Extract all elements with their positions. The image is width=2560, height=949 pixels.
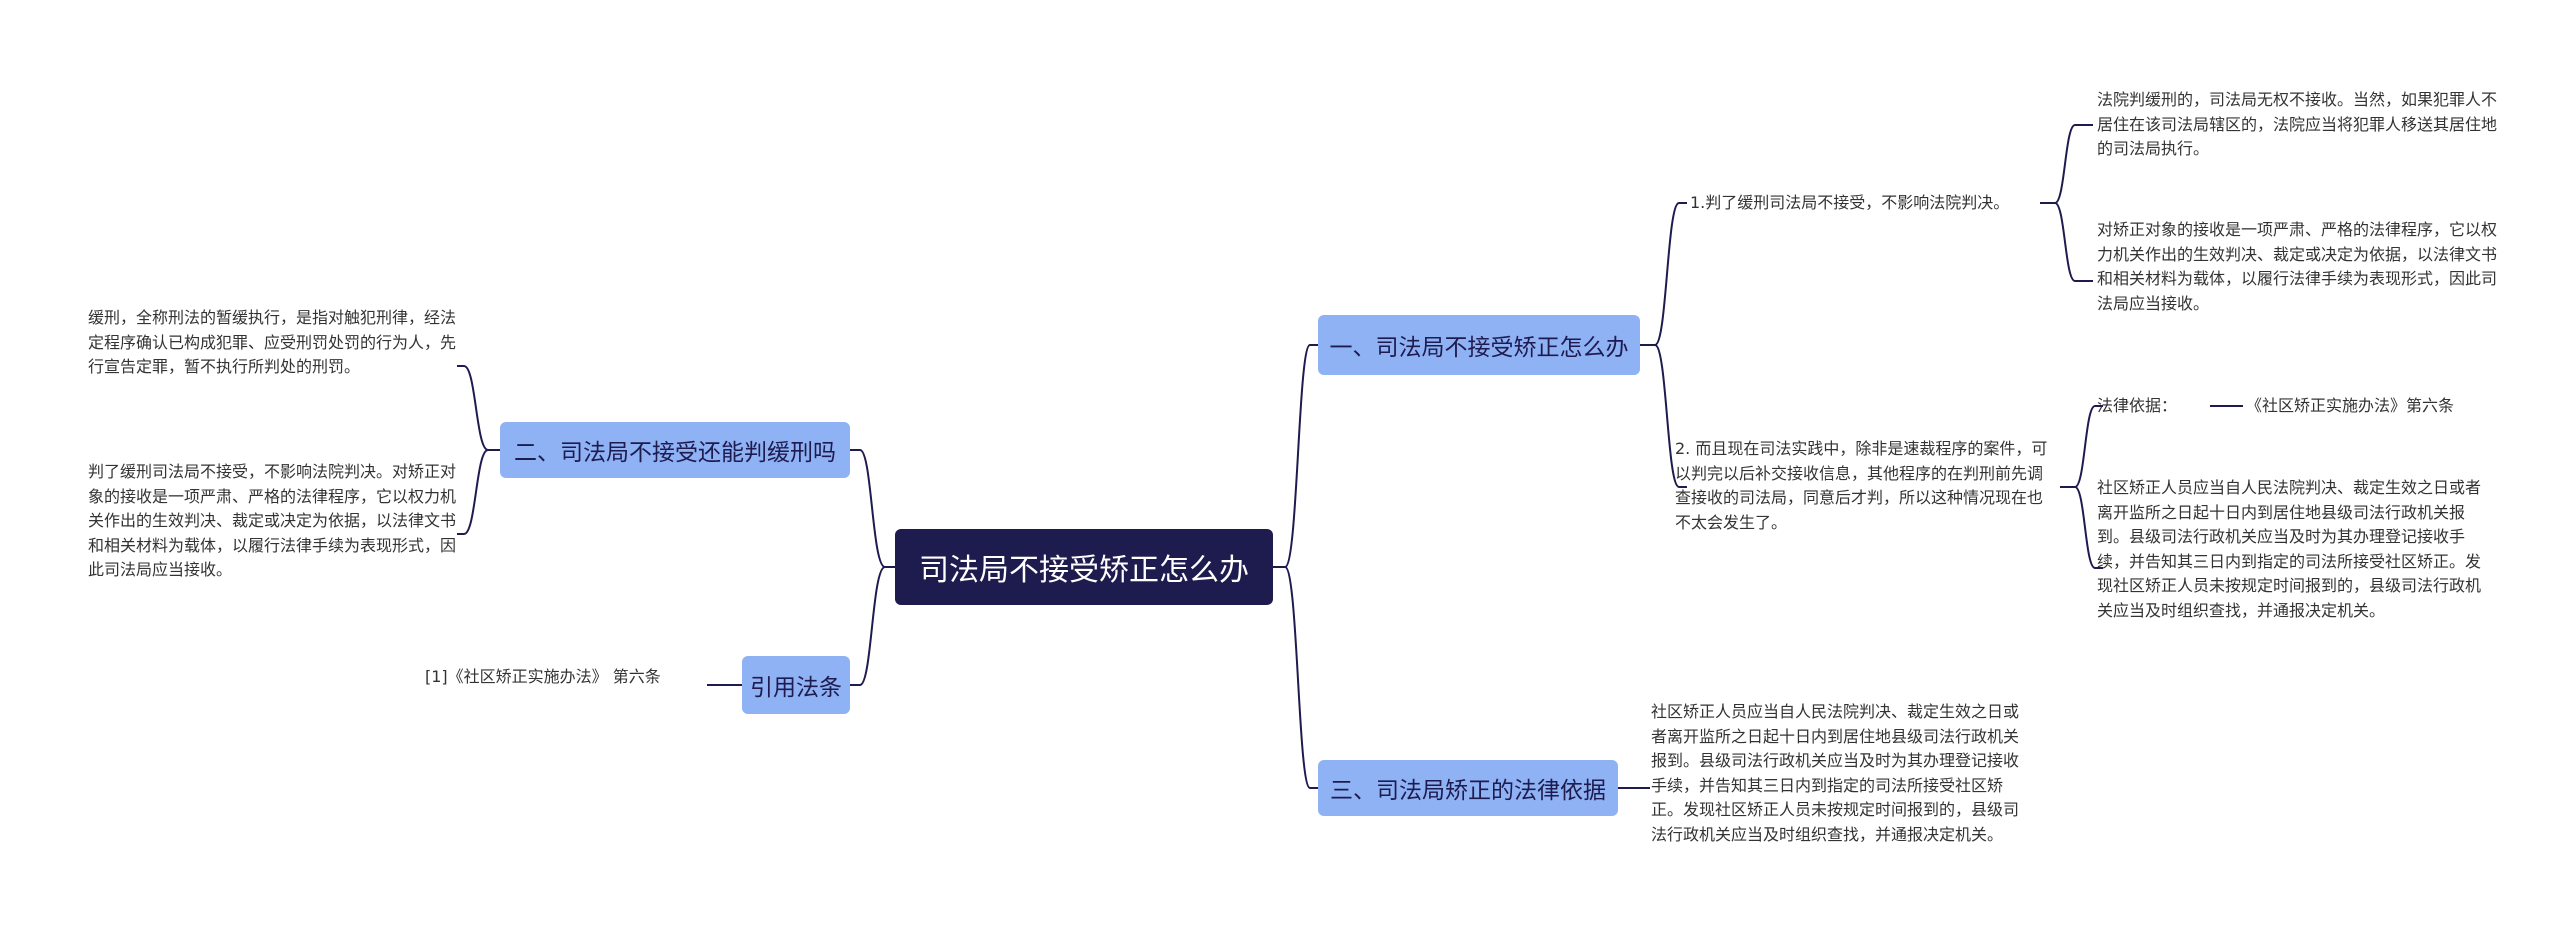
branch-3-detail[interactable]: 社区矫正人员应当自人民法院判决、裁定生效之日或者离开监所之日起十日内到居住地县级… [1651, 700, 2033, 847]
link-root-b4 [850, 566, 895, 686]
item-1-detail-2-text: 对矫正对象的接收是一项严肃、严格的法律程序，它以权力机关作出的生效判决、裁定或决… [2097, 220, 2498, 313]
item-2-text[interactable]: 2. 而且现在司法实践中，除非是速裁程序的案件，可以判完以后补交接收信息，其他程… [1675, 437, 2055, 535]
link-b2-d1 [457, 365, 500, 451]
branch-4-reference[interactable]: [1]《社区矫正实施办法》 第六条 [425, 665, 705, 690]
branch-4-topic[interactable]: 引用法条 [742, 656, 850, 714]
link-i2-law [2060, 405, 2103, 488]
law-reference-text: 《社区矫正实施办法》第六条 [2246, 396, 2455, 415]
law-article-text-content: 社区矫正人员应当自人民法院判决、裁定生效之日或者离开监所之日起十日内到居住地县级… [2097, 478, 2482, 620]
law-article-text[interactable]: 社区矫正人员应当自人民法院判决、裁定生效之日或者离开监所之日起十日内到居住地县级… [2097, 476, 2492, 623]
branch-2-detail-2-text: 判了缓刑司法局不接受，不影响法院判决。对矫正对象的接收是一项严肃、严格的法律程序… [88, 462, 457, 579]
law-label[interactable]: 法律依据： [2097, 394, 2207, 419]
branch-2-detail-1-text: 缓刑，全称刑法的暂缓执行，是指对触犯刑律，经法定程序确认已构成犯罪、应受刑罚处罚… [88, 308, 457, 376]
item-1-text[interactable]: 1.判了缓刑司法局不接受，不影响法院判决。 [1690, 191, 2040, 216]
item-1-detail-1-text: 法院判缓刑的，司法局无权不接收。当然，如果犯罪人不居住在该司法局辖区的，法院应当… [2097, 90, 2498, 158]
branch-3-detail-text: 社区矫正人员应当自人民法院判决、裁定生效之日或者离开监所之日起十日内到居住地县级… [1651, 702, 2020, 844]
branch-3-topic[interactable]: 三、司法局矫正的法律依据 [1318, 760, 1618, 816]
branch-2-topic[interactable]: 二、司法局不接受还能判缓刑吗 [500, 422, 850, 478]
link-b1-i1 [1640, 202, 1687, 346]
law-label-text: 法律依据： [2097, 396, 2178, 415]
link-b1-i2 [1640, 344, 1687, 488]
link-i2-lawtext [2060, 486, 2103, 569]
root-topic[interactable]: 司法局不接受矫正怎么办 [895, 529, 1273, 605]
link-root-b3 [1273, 566, 1318, 789]
branch-3-label: 三、司法局矫正的法律依据 [1330, 778, 1606, 804]
link-i1-d2 [2040, 202, 2093, 282]
link-i1-d1 [2040, 124, 2093, 204]
branch-1-label: 一、司法局不接受矫正怎么办 [1329, 335, 1629, 361]
item-1-detail-1[interactable]: 法院判缓刑的，司法局无权不接收。当然，如果犯罪人不居住在该司法局辖区的，法院应当… [2097, 88, 2502, 162]
link-root-b2 [850, 449, 895, 568]
branch-2-label: 二、司法局不接受还能判缓刑吗 [514, 440, 836, 466]
item-1-text-content: 1.判了缓刑司法局不接受，不影响法院判决。 [1690, 193, 2010, 212]
item-2-text-content: 2. 而且现在司法实践中，除非是速裁程序的案件，可以判完以后补交接收信息，其他程… [1675, 439, 2048, 532]
law-reference[interactable]: 《社区矫正实施办法》第六条 [2246, 394, 2496, 419]
branch-4-label: 引用法条 [750, 675, 842, 701]
branch-1-topic[interactable]: 一、司法局不接受矫正怎么办 [1318, 315, 1640, 375]
branch-2-detail-1[interactable]: 缓刑，全称刑法的暂缓执行，是指对触犯刑律，经法定程序确认已构成犯罪、应受刑罚处罚… [88, 306, 458, 380]
link-root-b1 [1273, 344, 1318, 568]
branch-4-reference-text: [1]《社区矫正实施办法》 第六条 [425, 667, 661, 686]
root-topic-label: 司法局不接受矫正怎么办 [919, 553, 1249, 588]
item-1-detail-2[interactable]: 对矫正对象的接收是一项严肃、严格的法律程序，它以权力机关作出的生效判决、裁定或决… [2097, 218, 2502, 316]
link-b2-d2 [457, 449, 500, 535]
branch-2-detail-2[interactable]: 判了缓刑司法局不接受，不影响法院判决。对矫正对象的接收是一项严肃、严格的法律程序… [88, 460, 458, 583]
